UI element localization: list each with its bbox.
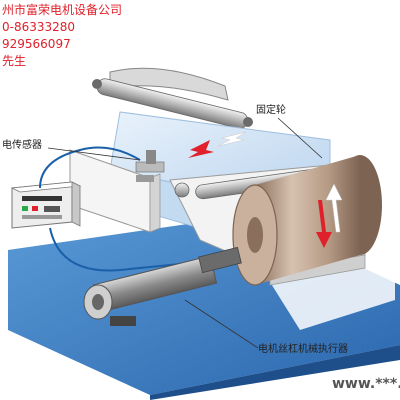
web-motion-arrows: [188, 131, 247, 158]
screw-actuator: [83, 246, 242, 326]
company-name: 州市富荣电机设备公司: [2, 3, 123, 17]
label-fixed-wheel: 固定轮: [256, 105, 286, 116]
leader-lines: [47, 117, 323, 349]
phone-number: 0-86333280: [2, 20, 76, 34]
label-actuator: 电机丝杠机械执行器: [258, 344, 348, 355]
sensor-panel: [69, 149, 165, 233]
watermark-url: www.***.c: [332, 376, 400, 392]
controller-box: [10, 181, 82, 229]
label-sensor: 电传感器: [2, 140, 42, 151]
contact-person: 先生: [2, 54, 27, 68]
drum-rotation-arrows: [316, 183, 343, 248]
mobile-number: 929566097: [2, 37, 71, 51]
top-roll: [92, 67, 253, 129]
